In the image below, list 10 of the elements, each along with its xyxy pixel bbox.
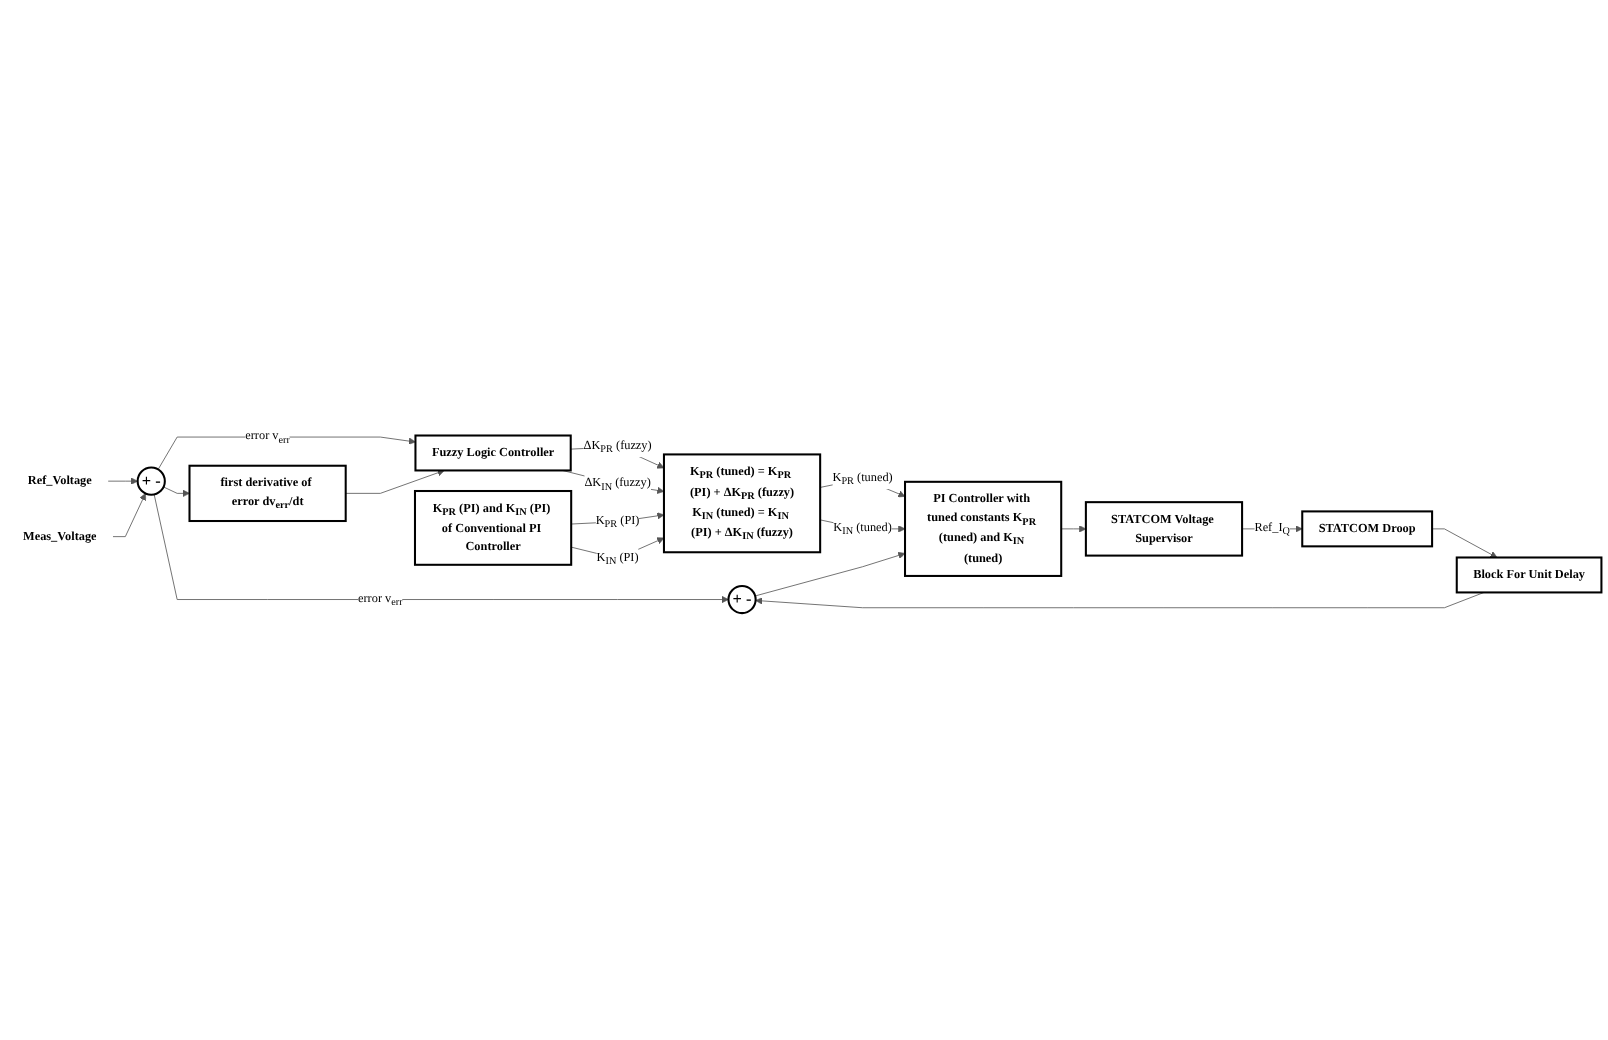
- node-box: [1455, 556, 1603, 594]
- node-box: [413, 490, 573, 566]
- node-box: [414, 434, 572, 472]
- node-box: [662, 453, 822, 554]
- node-box: [904, 480, 1063, 577]
- node-circle: [727, 584, 757, 615]
- node-circle: [136, 466, 166, 496]
- node-box: [1301, 510, 1434, 548]
- node-box: [1084, 501, 1244, 557]
- node-box: [188, 464, 347, 523]
